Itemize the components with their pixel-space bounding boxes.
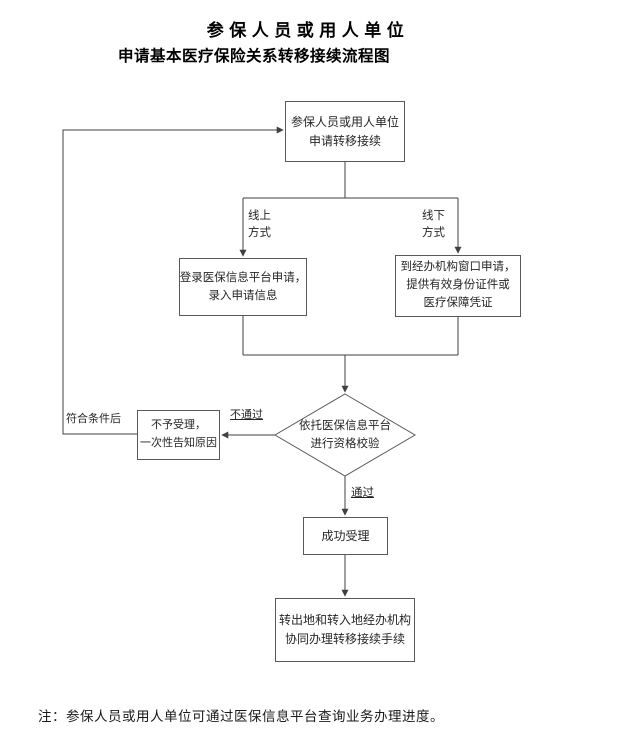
- page-title-line2: 申请基本医疗保险关系转移接续流程图: [117, 48, 390, 65]
- node-apply-line2: 申请转移接续: [308, 133, 381, 148]
- edge-label-pass: 通过: [351, 487, 374, 499]
- edge-label-offline-line2: 方式: [422, 226, 445, 239]
- node-final-handle: 转出地和转入地经办机构 协同办理转移接续手续: [275, 598, 415, 662]
- node-apply-line1: 参保人员或用人单位: [290, 114, 399, 129]
- node-online-line2: 录入申请信息: [208, 290, 278, 302]
- node-final-line2: 协同办理转移接续手续: [284, 632, 405, 646]
- node-final-line1: 转出地和转入地经办机构: [278, 613, 411, 628]
- node-offline-line3: 医疗保障凭证: [423, 296, 493, 309]
- node-online-line1: 登录医保信息平台申请，: [179, 271, 307, 284]
- edge-label-fail: 不通过: [230, 409, 263, 421]
- node-reject-line1: 不予受理，: [151, 419, 206, 432]
- node-reject-notice: 不予受理， 一次性告知原因: [137, 410, 220, 460]
- edge-label-offline-line1: 线下: [422, 210, 445, 222]
- node-online-platform: 登录医保信息平台申请， 录入申请信息: [179, 258, 307, 316]
- edge-label-online-line1: 线上: [248, 210, 271, 222]
- node-reject-line2: 一次性告知原因: [140, 437, 217, 449]
- footnote-text: 注：参保人员或用人单位可通过医保信息平台查询业务办理进度。: [38, 709, 444, 724]
- node-offline-window: 到经办机构窗口申请， 提供有效身份证件或 医疗保障凭证: [395, 255, 521, 317]
- node-offline-line2: 提供有效身份证件或: [406, 279, 510, 292]
- node-verify-line2: 进行资格校验: [310, 438, 380, 450]
- node-verify-decision: 依托医保信息平台 进行资格校验: [277, 403, 413, 467]
- edge-label-qualified: 符合条件后: [66, 413, 121, 425]
- node-success-accepted: 成功受理: [303, 517, 388, 555]
- page-title-line1: 参保人员或用人单位: [206, 21, 410, 40]
- node-apply-transfer: 参保人员或用人单位 申请转移接续: [285, 101, 405, 162]
- edge-label-offline-method: 线下 方式: [422, 208, 445, 241]
- node-success-label: 成功受理: [321, 528, 370, 543]
- edge-label-online-method: 线上 方式: [248, 208, 271, 241]
- node-verify-line1: 依托医保信息平台: [299, 419, 391, 432]
- connector-feedback-loop: [62, 126, 284, 435]
- node-offline-line1: 到经办机构窗口申请，: [400, 261, 516, 274]
- edge-label-online-line2: 方式: [248, 226, 271, 239]
